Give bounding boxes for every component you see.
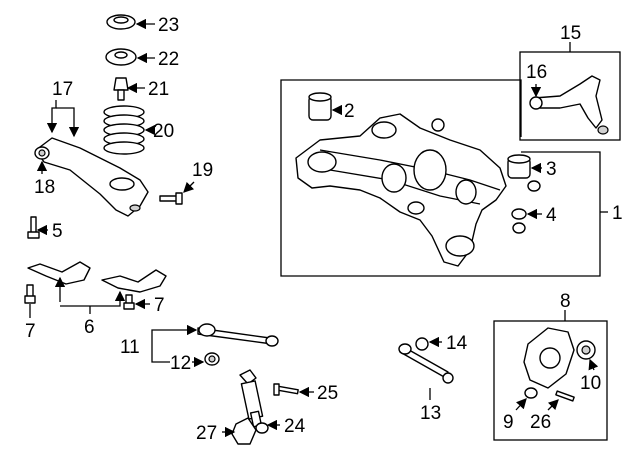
bushing-12-part (204, 352, 220, 366)
callout-11: 11 (120, 337, 140, 358)
knuckle-group-box (493, 320, 608, 441)
rear-subframe-part (295, 113, 507, 267)
bolt-19-part (159, 192, 183, 205)
bushing-14-part (415, 337, 429, 351)
knuckle-part (523, 327, 575, 389)
callout-25: 25 (317, 383, 338, 404)
bushing-18-part (34, 146, 50, 160)
bushing-9-part (524, 387, 538, 399)
callout-16: 16 (526, 62, 547, 83)
callout-2: 2 (344, 101, 355, 122)
bolt-7-left-part (24, 284, 36, 304)
callout-1: 1 (612, 203, 623, 224)
toe-link-part (398, 343, 454, 384)
callout-7-left: 7 (25, 321, 36, 342)
callout-13: 13 (420, 403, 441, 424)
leader-lines (29, 18, 608, 438)
callout-27: 27 (196, 423, 217, 444)
callout-21: 21 (148, 79, 169, 100)
callout-24: 24 (284, 416, 306, 437)
bump-stop-part (113, 77, 129, 101)
callout-9: 9 (503, 412, 514, 433)
coil-spring-part (103, 105, 145, 155)
callout-19: 19 (192, 160, 213, 181)
bushing-3-part (507, 154, 531, 179)
subframe-group-box (280, 79, 601, 277)
insulator-part (105, 48, 137, 66)
callout-labels: 23 22 21 20 17 18 19 5 6 7 7 11 12 25 24… (25, 15, 623, 444)
callout-23: 23 (158, 15, 179, 36)
callout-18: 18 (34, 177, 55, 198)
spring-seat-upper-part (106, 14, 136, 30)
lateral-link-part (197, 323, 279, 347)
bolt-26-part (555, 390, 575, 402)
callout-26: 26 (530, 412, 551, 433)
callout-20: 20 (153, 121, 174, 142)
callout-3: 3 (546, 159, 557, 180)
bolt-7-right-part (123, 294, 135, 310)
bushing-10-part (576, 340, 596, 360)
upper-arm-part (529, 75, 609, 135)
callout-22: 22 (158, 49, 179, 70)
bushing-2-part (308, 92, 332, 121)
callout-17: 17 (52, 79, 73, 100)
bushing-small-part (431, 118, 445, 132)
bolt-25-part (273, 383, 299, 396)
bracket-6-part (27, 261, 167, 293)
callout-10: 10 (580, 373, 601, 394)
callout-15: 15 (560, 23, 581, 44)
callout-4: 4 (546, 205, 557, 226)
lower-control-arm-part (35, 137, 149, 217)
callout-14: 14 (446, 333, 468, 354)
callout-5: 5 (52, 221, 63, 242)
bushing-small-2-part (527, 180, 541, 192)
callout-7-right: 7 (154, 295, 165, 316)
bushing-4-part (511, 208, 527, 234)
callout-8: 8 (560, 291, 571, 312)
bolt-5-part (27, 216, 40, 239)
callout-6: 6 (84, 317, 95, 338)
callout-12: 12 (170, 353, 191, 374)
